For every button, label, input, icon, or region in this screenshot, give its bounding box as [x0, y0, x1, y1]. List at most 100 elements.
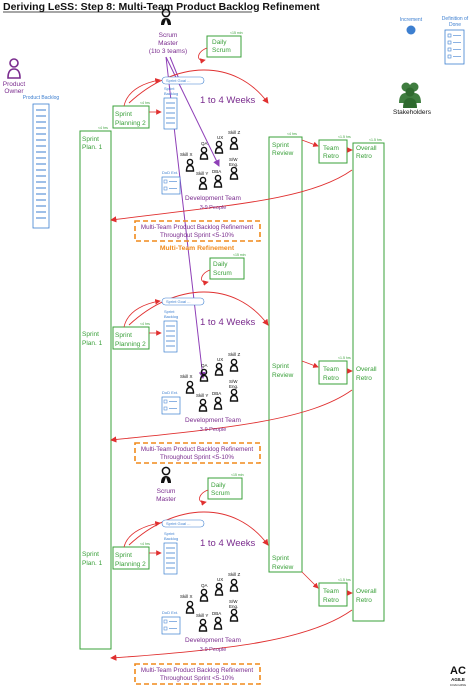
refinement-label-1: Multi-Team Product Backlog Refinement — [141, 667, 254, 674]
agile-coaching-logo: AC AGILE COACHING — [450, 665, 467, 687]
dev-team-label-1: Development Team — [185, 417, 241, 424]
svg-text:AC: AC — [450, 665, 466, 677]
team-retro-timebox: <1.5 hrs — [338, 135, 351, 139]
overall-retro-column — [352, 142, 385, 622]
sprint-planning2-timebox: <4 hrs — [140, 322, 150, 326]
team-member-icons — [185, 358, 239, 412]
sprint-duration-label: 1 to 4 Weeks — [200, 538, 256, 549]
product-owner-icon — [7, 58, 21, 79]
team-retro-box — [318, 139, 348, 164]
daily-scrum-timebox: <15 min — [233, 253, 246, 257]
sprint-review-label-2: Review — [272, 150, 294, 157]
sprint-plan1-label-1: Sprint — [82, 331, 99, 338]
multi-team-refinement-label: Multi-Team Refinement — [160, 245, 235, 252]
daily-scrum-box — [209, 257, 245, 280]
sprint-plan1-label-2: Plan. 1 — [82, 340, 103, 347]
review-retro-arrow — [301, 139, 319, 147]
role-skill-z: Skill Z — [228, 352, 241, 357]
role-ux: UX — [217, 135, 223, 140]
sprint-cycle-arrow — [128, 291, 269, 326]
team-retro-label-1: Team — [323, 366, 339, 373]
sprint-plan1-label-2: Plan. 1 — [82, 560, 103, 567]
sprint-planning2-label-1: Sprint — [115, 111, 132, 118]
daily-scrum-label-2: Scrum — [213, 270, 232, 277]
sprint-review-label-1: Sprint — [272, 142, 289, 149]
page-title: Deriving LeSS: Step 8: Multi-Team Produc… — [3, 1, 320, 13]
sprint-backlog-label-1: Sprint — [164, 309, 175, 314]
dod-ext-list — [161, 616, 181, 635]
team-retro-label-2: Retro — [323, 153, 339, 160]
review-retro-arrow — [301, 571, 319, 589]
sprint-return-arrow — [110, 389, 353, 443]
daily-loop-arrow — [201, 269, 211, 286]
sprint-planning2-box — [112, 546, 150, 570]
role-sw-eng-1: S/W — [229, 157, 238, 162]
sprint-plan1-timebox: <4 hrs — [98, 126, 108, 130]
role-skill-x: Skill X — [180, 374, 193, 379]
sprint-planning2-label-1: Sprint — [115, 552, 132, 559]
stakeholders-icon — [399, 82, 421, 108]
role-dba: DBA — [212, 391, 221, 396]
role-qa: QA — [201, 141, 208, 146]
sprint-plan1-label-1: Sprint — [82, 136, 99, 143]
scrum-master-label-2: Master — [156, 496, 177, 503]
role-sw-eng-2: Eng. — [229, 604, 238, 609]
planning-goal-arrow — [123, 299, 161, 328]
svg-text:AGILE: AGILE — [451, 677, 465, 682]
role-sw-eng-2: Eng. — [229, 384, 238, 389]
sprint-backlog-label-1: Sprint — [164, 531, 175, 536]
daily-scrum-timebox: <15 min — [231, 473, 244, 477]
team-retro-label-2: Retro — [323, 597, 339, 604]
team-retro-box — [318, 360, 348, 385]
sprint-cycle-arrow — [128, 511, 269, 546]
team-retro-label-2: Retro — [323, 375, 339, 382]
planning-goal-arrow — [123, 521, 161, 548]
overall-retro-label-1: Overall — [356, 145, 377, 152]
sprint-planning2-label-2: Planning 2 — [115, 120, 146, 127]
sprint-plan1-label-1: Sprint — [82, 551, 99, 558]
planning-goal-arrow — [123, 78, 161, 107]
dev-team-label-2: 3-9 People — [200, 205, 227, 211]
product-owner-label-2: Owner — [4, 88, 24, 95]
overall-retro-label-2: Retro — [356, 597, 372, 604]
dev-team-label-1: Development Team — [185, 195, 241, 202]
sprint-backlog-list — [163, 97, 178, 130]
sprint-planning2-timebox: <4 hrs — [140, 542, 150, 546]
refinement-box — [134, 220, 261, 242]
sprint-review-timebox: <4 hrs — [287, 132, 297, 136]
sprint-goal-pill — [161, 519, 205, 528]
role-sw-eng-1: S/W — [229, 379, 238, 384]
team-retro-label-1: Team — [323, 145, 339, 152]
daily-scrum-box — [207, 477, 243, 500]
overall-retro-timebox: <1.5 hrs — [369, 138, 382, 142]
sprint-backlog-label-2: Backlog — [164, 314, 178, 319]
overall-retro-label-2: Retro — [356, 153, 372, 160]
scrum-master-icon — [161, 8, 171, 25]
daily-scrum-box — [206, 35, 242, 58]
team-retro-box — [318, 582, 348, 607]
daily-scrum-timebox: <15 min — [230, 31, 243, 35]
sprint-review-column — [268, 136, 303, 573]
team-role-labels: UX S/W Eng. QA Skill Z Skill X Skill Y D… — [180, 572, 241, 618]
role-ux: UX — [217, 577, 223, 582]
overall-retro-label-2: Retro — [356, 375, 372, 382]
role-dba: DBA — [212, 611, 221, 616]
increment-icon — [406, 25, 416, 35]
overall-retro-label-1: Overall — [356, 588, 377, 595]
team-member-icons — [185, 136, 239, 190]
sprint-backlog-label-2: Backlog — [164, 536, 178, 541]
stakeholders-label: Stakeholders — [393, 109, 432, 116]
sprint-backlog-list — [163, 320, 178, 353]
refinement-box — [134, 663, 261, 685]
role-skill-z: Skill Z — [228, 572, 241, 577]
daily-loop-arrow — [198, 47, 208, 64]
sprint-plan1-label-2: Plan. 1 — [82, 144, 103, 151]
sprint-backlog-label-1: Sprint — [164, 86, 175, 91]
sprint-planning2-timebox: <4 hrs — [140, 101, 150, 105]
team-role-labels: UX S/W Eng. QA Skill Z Skill X Skill Y D… — [180, 130, 241, 176]
legend-dod-label-1: Definition of — [442, 16, 469, 22]
product-backlog-label: Product Backlog — [23, 95, 60, 101]
sprint-duration-label: 1 to 4 Weeks — [200, 317, 256, 328]
scrum-master-label-2: Master — [158, 40, 179, 47]
role-skill-z: Skill Z — [228, 130, 241, 135]
